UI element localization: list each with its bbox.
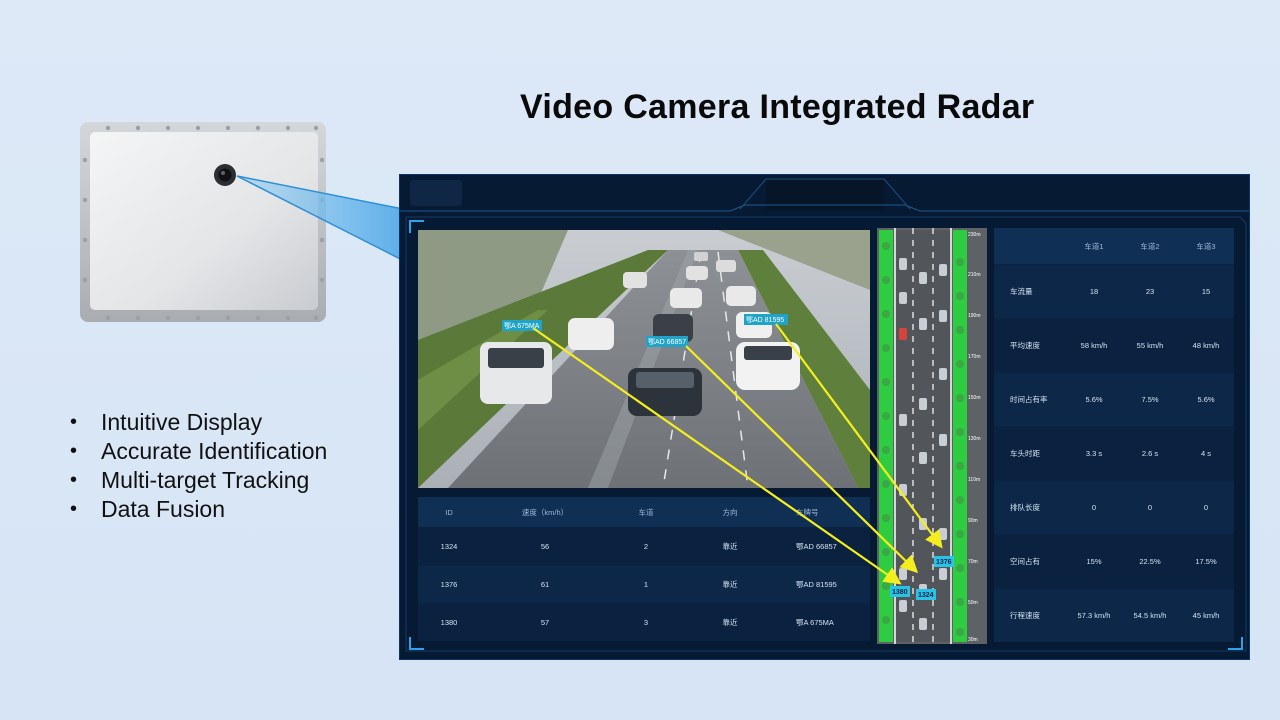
feature-item: Intuitive Display [70,408,327,437]
scale-label: 110m [968,477,980,483]
scale-label: 190m [968,313,981,319]
metric-value: 17.5% [1195,557,1217,566]
metric-value: 48 km/h [1192,341,1220,350]
metric-value: 15% [1086,557,1102,566]
scale-label: 170m [968,354,981,360]
metric-value: 4 s [1200,449,1211,458]
lane-stats-header: 车道1 车道2 车道3 [994,228,1234,264]
table-row: 车流量 18 23 15 [994,264,1234,318]
metric-value: 0 [1203,503,1209,512]
metric-label: 排队长度 [1010,503,1040,512]
cell-plate: 鄂A 675MA [796,618,834,627]
scale-label: 130m [968,436,981,442]
target-table-header: ID 速度（km/h） 车道 方向 车牌号 [418,497,870,527]
table-row: 空间占有 15% 22.5% 17.5% [994,534,1234,588]
metric-value: 0 [1147,503,1153,512]
cell-lane: 1 [643,580,649,589]
cell-speed: 56 [540,542,550,551]
cell-id: 1324 [440,542,458,551]
metric-value: 18 [1089,287,1099,296]
table-row[interactable]: 1376 61 1 靠近 鄂AD 81595 [418,565,870,603]
metric-label: 车流量 [1010,287,1033,296]
column-header: 车道2 [1140,241,1160,251]
table-row: 车头时距 3.3 s 2.6 s 4 s [994,426,1234,480]
metric-value: 7.5% [1141,395,1159,404]
metric-value: 23 [1145,287,1155,296]
radar-device-image [78,120,330,328]
cell-speed: 57 [540,618,550,627]
table-row: 行程速度 57.3 km/h 54.5 km/h 45 km/h [994,588,1234,642]
scale-label: 90m [968,518,978,524]
column-header: 车道 [638,507,654,517]
metric-label: 时间占有率 [1010,395,1048,404]
metric-value: 2.6 s [1141,449,1159,458]
page-title: Video Camera Integrated Radar [520,88,1035,126]
cell-speed: 61 [540,580,550,589]
table-row[interactable]: 1380 57 3 靠近 鄂A 675MA [418,603,870,641]
video-tag: 鄂AD 66857 [648,337,686,346]
feature-item: Multi-target Tracking [70,466,327,495]
cell-id: 1380 [440,618,458,627]
cell-id: 1376 [440,580,458,589]
metric-value: 3.3 s [1085,449,1103,458]
metric-value: 15 [1201,287,1211,296]
metric-value: 5.6% [1085,395,1103,404]
cell-plate: 鄂AD 66857 [796,542,837,551]
cell-lane: 2 [643,542,649,551]
lane-stats-table: 车道1 车道2 车道3 车流量 18 23 15 平均速度 58 km/h 55… [994,228,1234,642]
scale-label: 50m [968,600,978,606]
column-header: 速度（km/h） [521,507,569,517]
metric-value: 5.6% [1197,395,1215,404]
camera-video-feed: 鄂A 675MA 鄂AD 66857 鄂AD 81595 [418,230,870,488]
metric-value: 45 km/h [1192,611,1220,620]
cell-direction: 靠近 [722,580,738,589]
target-table: ID 速度（km/h） 车道 方向 车牌号 1324 56 2 靠近 鄂AD 6… [418,497,870,641]
metric-label: 空间占有 [1010,557,1040,566]
table-row: 平均速度 58 km/h 55 km/h 48 km/h [994,318,1234,372]
table-row[interactable]: 1324 56 2 靠近 鄂AD 66857 [418,527,870,565]
metric-value: 55 km/h [1136,341,1164,350]
monitoring-screen: 鄂A 675MA 鄂AD 66857 鄂AD 81595 ID 速度（km/h）… [399,174,1250,660]
column-header: 车道1 [1084,241,1104,251]
metric-value: 58 km/h [1080,341,1108,350]
metric-label: 车头时距 [1010,449,1040,458]
metric-value: 54.5 km/h [1133,611,1167,620]
table-row: 时间占有率 5.6% 7.5% 5.6% [994,372,1234,426]
scale-label: 150m [968,395,981,401]
scale-label: 230m [968,232,981,238]
column-header: 方向 [722,507,738,517]
metric-label: 平均速度 [1010,341,1040,350]
column-header: 车牌号 [796,507,819,517]
scale-label: 210m [968,272,981,278]
video-tag: 鄂A 675MA [504,321,540,330]
video-tag: 鄂AD 81595 [746,315,784,324]
metric-value: 0 [1091,503,1097,512]
feature-item: Data Fusion [70,495,327,524]
screen-title-slot [766,178,884,210]
metric-value: 22.5% [1139,557,1161,566]
metric-label: 行程速度 [1010,611,1040,620]
cell-plate: 鄂AD 81595 [796,580,837,589]
cell-lane: 3 [643,618,649,627]
column-header: ID [445,507,453,517]
cell-direction: 靠近 [722,618,738,627]
feature-item: Accurate Identification [70,437,327,466]
screen-logo-slot [410,180,462,206]
column-header: 车道3 [1196,241,1216,251]
feature-list: Intuitive Display Accurate Identificatio… [70,408,327,524]
metric-value: 57.3 km/h [1077,611,1111,620]
scale-label: 30m [968,637,978,643]
table-row: 排队长度 0 0 0 [994,480,1234,534]
cell-direction: 靠近 [722,542,738,551]
radar-distance-scale: 230m 210m 190m 170m 150m 130m 110m 90m 7… [968,232,981,643]
scale-label: 70m [968,559,978,565]
